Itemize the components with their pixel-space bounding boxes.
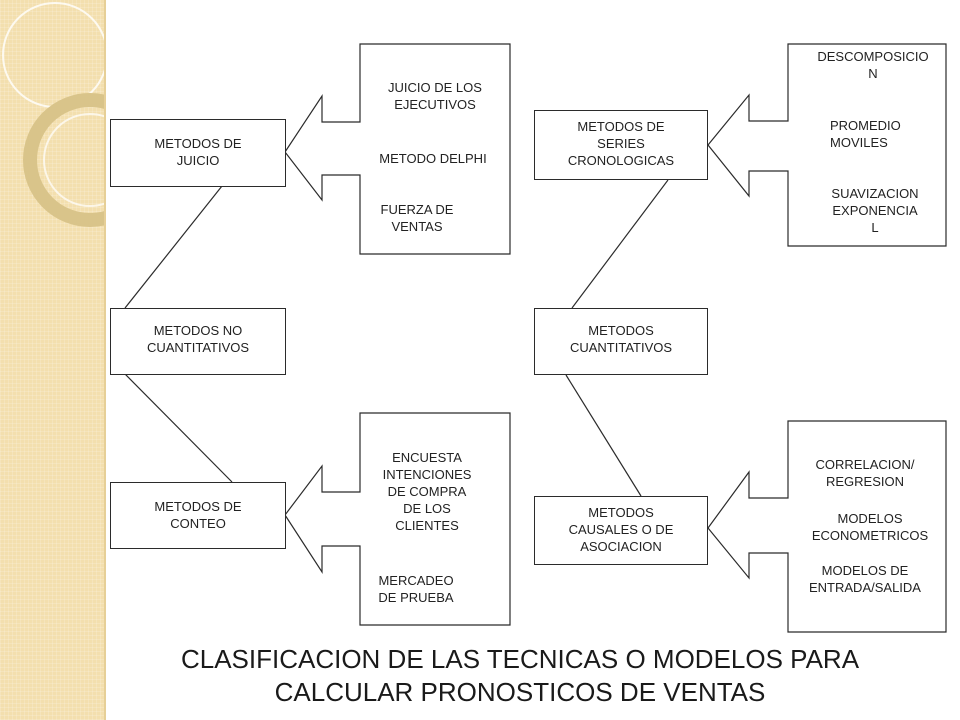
node-series-label: METODOS DE SERIES CRONOLOGICAS (567, 119, 675, 168)
node-series-box (534, 110, 708, 180)
connector-juicio (124, 185, 223, 309)
juicio-callout (284, 43, 511, 255)
node-causales-label: METODOS CAUSALES O DE ASOCIACION (568, 505, 674, 554)
item-encuesta-intenciones: ENCUESTA INTENCIONES DE COMPRA DE LOS CL… (382, 450, 472, 533)
node-conteo-label: METODOS DE CONTEO (154, 499, 242, 531)
node-no-cuantitativos-label: METODOS NO CUANTITATIVOS (146, 323, 250, 355)
item-promedio-moviles: PROMEDIO MOVILES (830, 118, 901, 150)
conteo-callout (284, 412, 511, 626)
item-descomposicion: DESCOMPOSICIO N (817, 49, 929, 81)
item-suavizacion-exponencial: SUAVIZACION EXPONENCIA L (831, 186, 919, 235)
causales-callout (707, 420, 947, 633)
decorative-sidebar (0, 0, 106, 720)
item-metodo-delphi: METODO DELPHI (379, 151, 487, 166)
node-cuantitativos-label: METODOS CUANTITATIVOS (569, 323, 673, 355)
item-juicio-ejecutivos: JUICIO DE LOS EJECUTIVOS (388, 80, 482, 112)
node-cuantitativos-box (534, 308, 708, 375)
item-correlacion-regresion: CORRELACION/ REGRESION (815, 457, 915, 489)
node-no-cuantitativos-box (110, 308, 286, 375)
series-callout (707, 43, 947, 247)
node-conteo-box (110, 482, 286, 549)
connector-causales (565, 374, 642, 497)
connector-conteo (124, 373, 233, 483)
item-mercadeo-prueba: MERCADEO DE PRUEBA (378, 573, 454, 605)
node-juicio-box (110, 119, 286, 187)
node-causales-box (534, 496, 708, 565)
slide-title: CLASIFICACION DE LAS TECNICAS O MODELOS … (180, 644, 860, 707)
decorative-rings (2, 2, 104, 227)
connector-series (571, 179, 669, 309)
item-modelos-econometricos: MODELOS ECONOMETRICOS (811, 511, 929, 543)
item-fuerza-ventas: FUERZA DE VENTAS (380, 202, 454, 234)
item-modelos-entrada-salida: MODELOS DE ENTRADA/SALIDA (809, 563, 921, 595)
node-juicio-label: METODOS DE JUICIO (154, 136, 242, 168)
